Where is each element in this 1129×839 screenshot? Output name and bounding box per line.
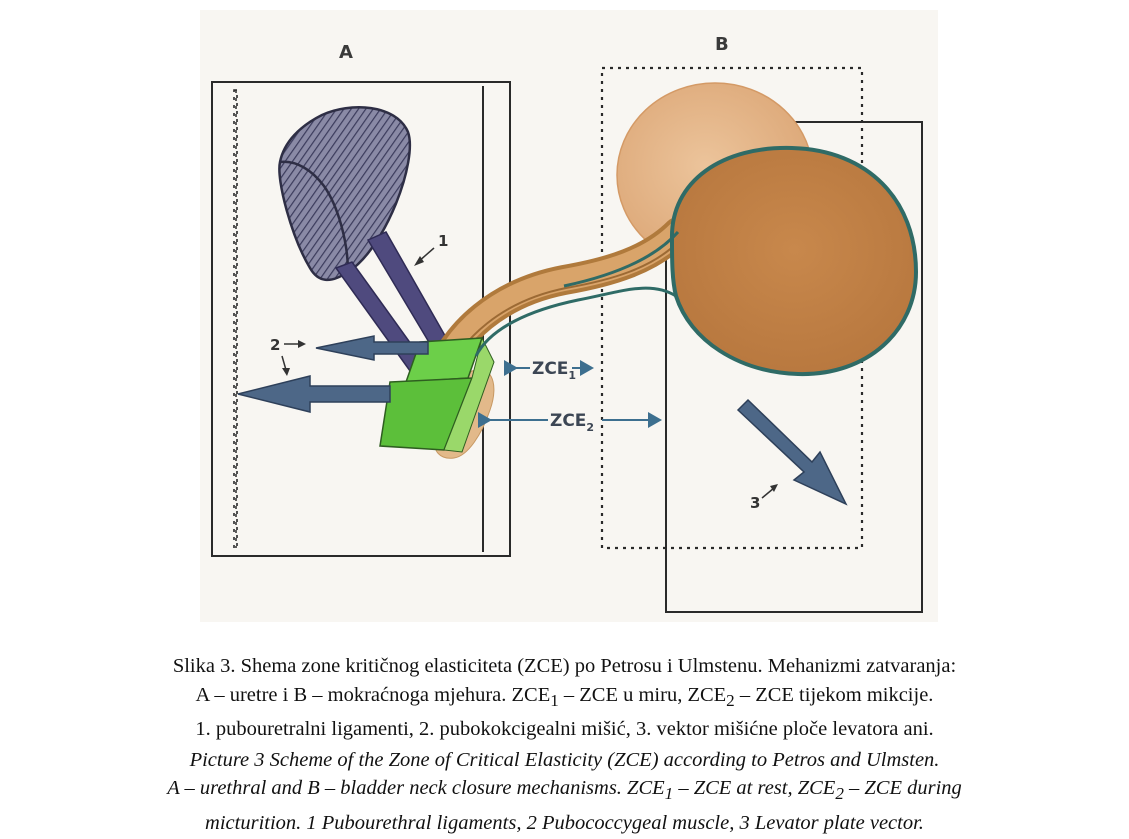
figure-drawing: A B xyxy=(200,10,938,622)
caption-croatian-line-2: A – uretre i B – mokraćnoga mjehura. ZCE… xyxy=(195,683,934,710)
figure-caption: Slika 3. Shema zone kritičnog elasticite… xyxy=(40,652,1089,837)
svg-text:ZCE1: ZCE1 xyxy=(532,359,576,382)
caption-croatian-line-3: 1. pubouretralni ligamenti, 2. pubokokci… xyxy=(195,718,934,741)
caption-english-line-1: Picture 3 Scheme of the Zone of Critical… xyxy=(189,748,940,771)
zce2-dimension: ZCE2 xyxy=(478,411,662,434)
label-1: 1 xyxy=(414,232,448,266)
caption-english-line-2: A – urethral and B – bladder neck closur… xyxy=(167,777,962,804)
panel-b-label: B xyxy=(715,34,729,55)
pubococcygeal-arrows xyxy=(237,335,429,413)
caption-english-line-3: micturition. 1 Pubourethral ligaments, 2… xyxy=(205,811,924,834)
levator-plate-arrow xyxy=(736,398,848,506)
label-3: 3 xyxy=(750,484,778,512)
urethra-segment xyxy=(379,336,495,453)
zce1-dimension: ZCE1 xyxy=(504,359,594,382)
caption-croatian-line-1: Slika 3. Shema zone kritičnog elasticite… xyxy=(172,655,957,677)
svg-text:2: 2 xyxy=(270,336,280,354)
svg-text:1: 1 xyxy=(438,232,448,250)
svg-text:ZCE2: ZCE2 xyxy=(550,411,594,434)
bladder xyxy=(669,145,919,377)
svg-text:3: 3 xyxy=(750,494,760,512)
label-2: 2 xyxy=(270,336,306,376)
panel-a-label: A xyxy=(339,42,353,63)
